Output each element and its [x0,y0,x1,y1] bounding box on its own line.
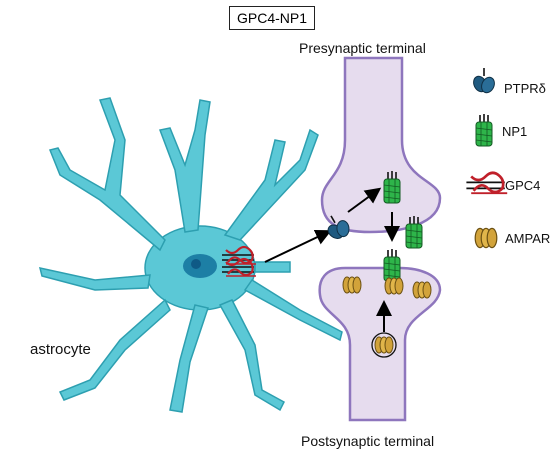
postsynaptic-label: Postsynaptic terminal [301,433,435,449]
np1-cleft-2 [383,248,401,282]
presynaptic-terminal [320,56,442,234]
legend-np1-label: NP1 [502,124,528,139]
gpc4-icon [465,171,509,195]
np1-icon [475,113,493,147]
legend-gpc4-label: GPC4 [505,178,541,193]
ampar-3 [412,281,432,299]
presynaptic-label: Presynaptic terminal [299,40,426,56]
ptprd-icon [470,67,498,96]
arrow-astrocyte-to-presynaptic [264,229,332,263]
ampar-vesicle [371,332,397,358]
astrocyte-label: astrocyte [30,341,91,358]
legend-ampar-label: AMPAR [505,231,550,246]
nucleolus [191,259,201,269]
arrow-ptprd-to-np1 [347,187,382,213]
diagram-title: GPC4-NP1 [229,6,315,30]
astrocyte-cell [38,97,343,413]
legend-ptprd-label: PTPRδ [504,81,546,96]
ampar-icon [474,227,498,249]
ampar-1 [342,276,362,294]
ampar-4 [374,336,394,354]
ampar-2 [384,277,404,295]
